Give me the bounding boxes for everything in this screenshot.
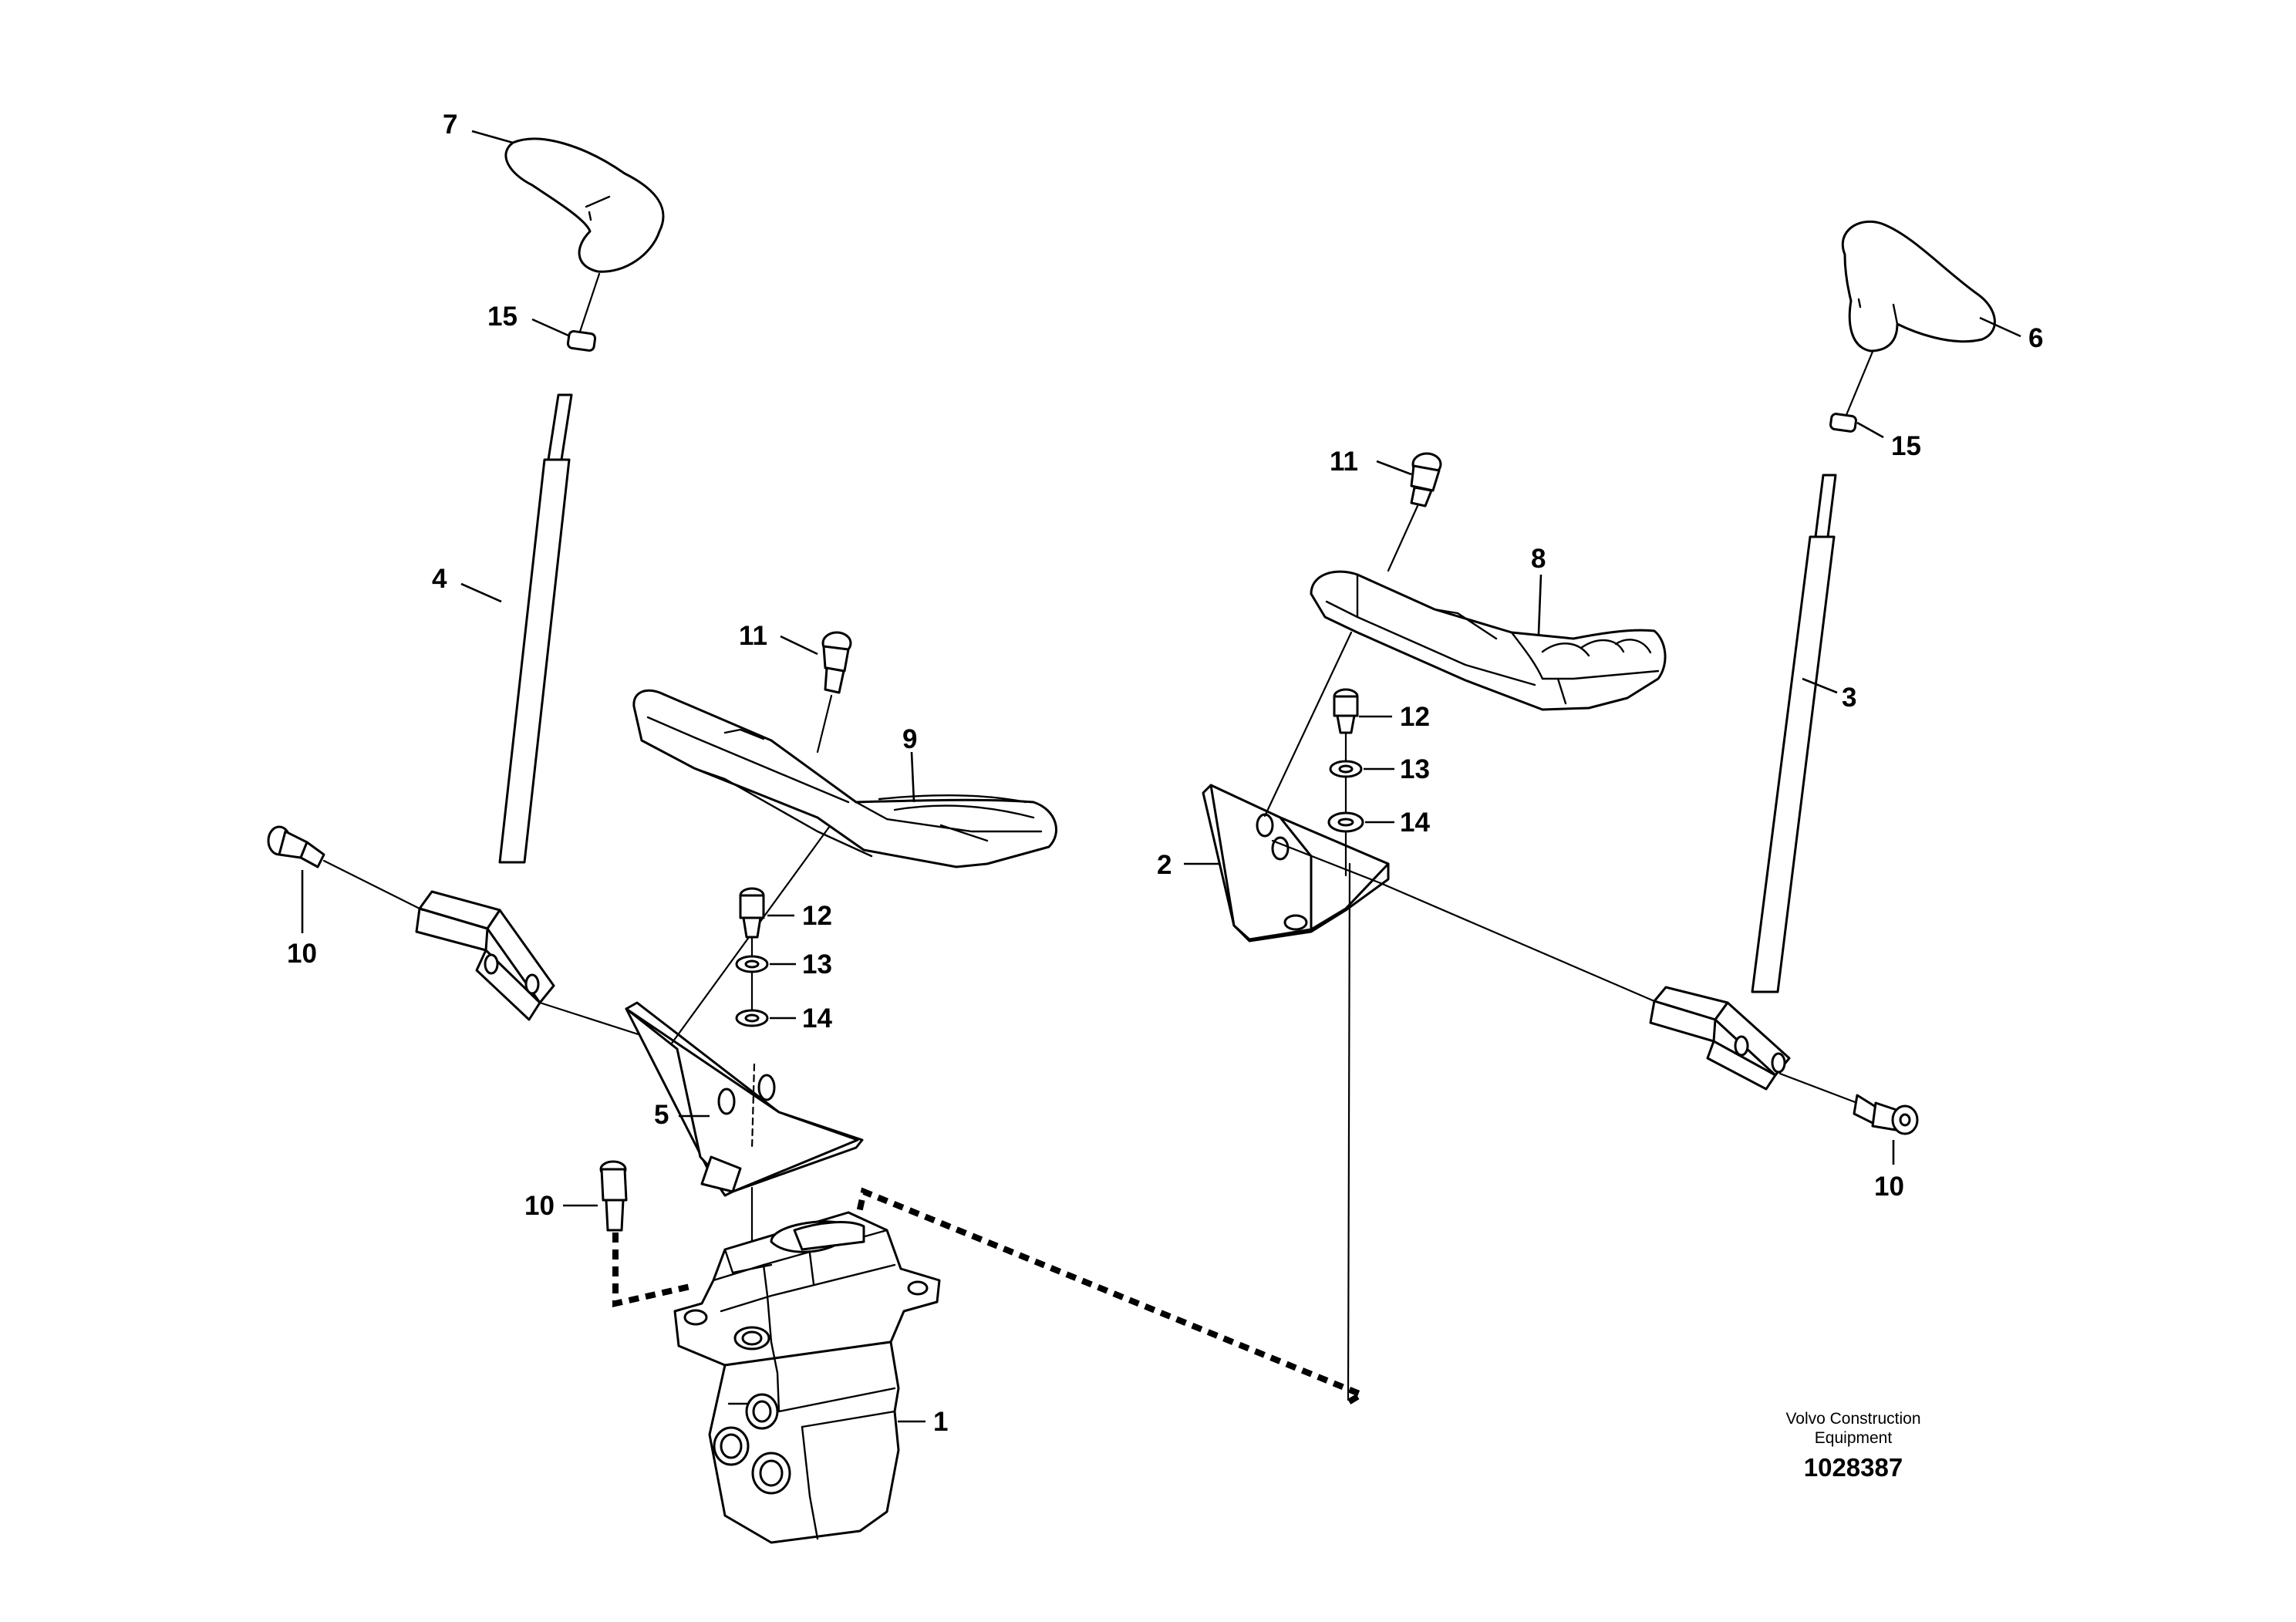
left-lever-rod [415,272,601,1021]
callout-11: 11 [1330,447,1358,477]
left-collar [566,330,597,352]
callout-11: 11 [739,621,767,651]
caption-line-1: Volvo Construction [1785,1410,1920,1428]
dashed-connection-left [612,1233,691,1308]
callout-2: 2 [1157,850,1172,880]
callout-15: 15 [1891,431,1921,461]
callout-6: 6 [2028,323,2043,353]
callout-3: 3 [1842,683,1856,713]
callout-12: 12 [802,901,832,931]
left-screw-10 [267,825,671,1046]
callout-7: 7 [443,110,457,140]
left-screw-11 [816,631,852,754]
right-collar [1829,413,1857,433]
callout-4: 4 [432,564,447,594]
callout-10: 10 [524,1191,555,1221]
callout-8: 8 [1531,544,1546,574]
drawing-number: 1028387 [1804,1453,1903,1482]
right-screw-12 [1333,688,1359,734]
callout-10: 10 [287,939,317,969]
right-screw-11 [1387,452,1442,572]
left-screw-12 [739,887,765,939]
pilot-valve-1 [673,1211,941,1544]
dashed-connection-long [853,1187,1368,1407]
right-washer-13 [1329,760,1363,778]
left-washer-14 [735,936,769,1251]
callout-15: 15 [487,302,518,332]
left-control-panel-9 [632,689,1057,868]
callout-13: 13 [1400,754,1430,784]
right-control-panel-8 [1310,570,1667,711]
callout-14: 14 [1400,808,1430,838]
callout-12: 12 [1400,702,1430,732]
caption-line-2: Equipment [1815,1429,1893,1447]
right-washer-14 [1327,731,1364,877]
left-bracket-5 [625,799,864,1197]
leader-lines [301,130,2021,1423]
left-washer-13 [735,955,769,973]
callout-5: 5 [654,1100,669,1130]
right-knob [1842,220,1996,352]
valve-screw-10 [599,1160,628,1232]
right-screw-10 [1778,1072,1919,1135]
callout-10: 10 [1874,1172,1904,1202]
callout-9: 9 [902,724,917,754]
right-lever-rod [1649,350,1874,1091]
callout-14: 14 [802,1003,832,1034]
callout-13: 13 [802,949,832,980]
left-knob [504,137,665,273]
right-bracket-2 [1202,631,1656,1401]
callout-1: 1 [933,1407,948,1437]
